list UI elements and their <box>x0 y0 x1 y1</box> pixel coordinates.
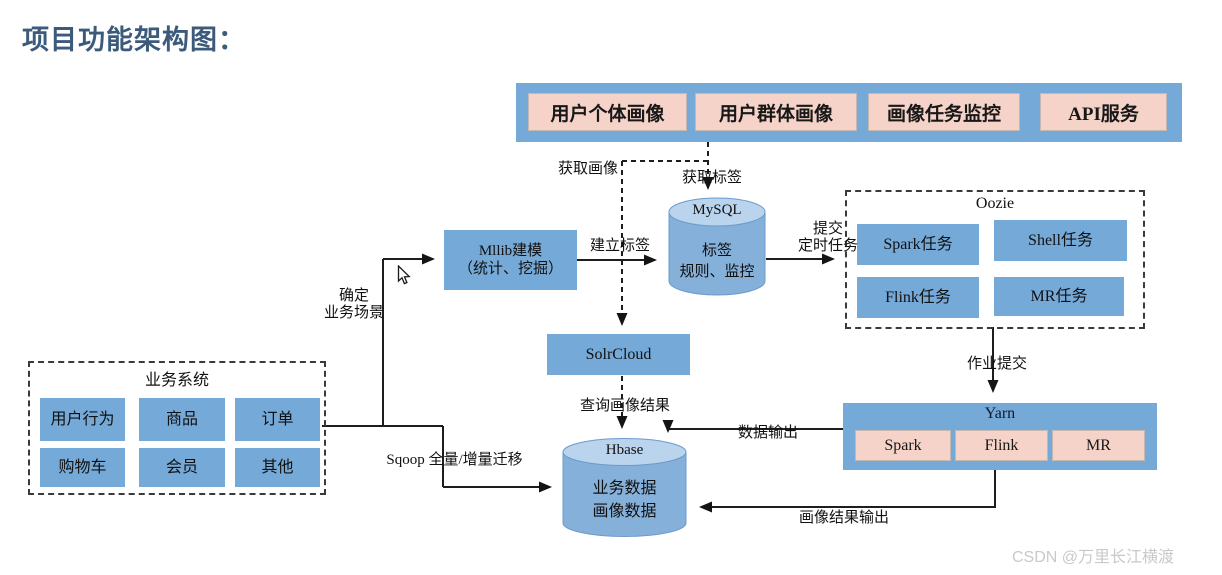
label-get-tags: 获取标签 <box>681 170 742 186</box>
oozie-group: Oozie Spark任务 Shell任务 Flink任务 MR任务 <box>845 190 1145 329</box>
edge-portrait-output-arrow <box>699 470 996 513</box>
oozie-task-spark: Spark任务 <box>857 224 979 265</box>
hbase-line1: 业务数据 <box>592 480 657 497</box>
business-module-cart: 购物车 <box>40 448 125 487</box>
cylinder-shape <box>668 197 766 296</box>
mllib-node: Mllib建模 （统计、挖掘） <box>444 230 577 290</box>
yarn-engine-flink: Flink <box>955 430 1048 461</box>
mysql-line2: 规则、监控 <box>679 264 755 280</box>
hbase-cylinder: Hbase 业务数据 画像数据 <box>562 438 687 537</box>
business-module-user-behavior: 用户行为 <box>40 398 125 441</box>
oozie-title: Oozie <box>975 195 1015 212</box>
service-api: API服务 <box>1040 93 1167 131</box>
yarn-node: Yarn Spark Flink MR <box>843 403 1157 470</box>
mouse-cursor-icon <box>397 265 411 285</box>
service-layer-bar: 用户个体画像 用户群体画像 画像任务监控 API服务 <box>516 83 1182 142</box>
hbase-line2: 画像数据 <box>592 503 657 520</box>
mysql-line1: 标签 <box>701 243 732 259</box>
mllib-label: Mllib建模 （统计、挖掘） <box>457 243 563 277</box>
label-job-submit: 作业提交 <box>966 356 1027 372</box>
yarn-title: Yarn <box>984 405 1016 422</box>
label-sqoop-migrate: Sqoop 全量/增量迁移 <box>386 452 523 468</box>
label-query-portrait-result: 查询画像结果 <box>579 398 670 414</box>
hbase-name: Hbase <box>605 442 644 458</box>
oozie-task-flink: Flink任务 <box>857 277 979 318</box>
service-user-individual-portrait: 用户个体画像 <box>528 93 687 131</box>
oozie-task-shell: Shell任务 <box>994 220 1127 261</box>
csdn-watermark: CSDN @万里长江横渡 <box>1012 549 1175 566</box>
cylinder-shape <box>562 438 687 537</box>
business-system-title: 业务系统 <box>144 372 209 389</box>
label-data-output: 数据输出 <box>737 425 798 441</box>
label-define-scene: 确定 业务场景 <box>323 288 384 321</box>
mysql-name: MySQL <box>692 202 742 218</box>
business-module-orders: 订单 <box>235 398 320 441</box>
business-module-members: 会员 <box>139 448 225 487</box>
oozie-task-mr: MR任务 <box>994 277 1124 316</box>
yarn-engine-spark: Spark <box>855 430 951 461</box>
page-title: 项目功能架构图： <box>22 25 246 55</box>
label-create-tags: 建立标签 <box>589 238 650 254</box>
business-system-group: 业务系统 用户行为 商品 订单 购物车 会员 其他 <box>28 361 326 495</box>
label-submit-cron: 提交 定时任务 <box>797 221 858 254</box>
yarn-engine-mr: MR <box>1052 430 1145 461</box>
service-user-group-portrait: 用户群体画像 <box>695 93 857 131</box>
label-portrait-result-output: 画像结果输出 <box>798 510 889 526</box>
business-module-other: 其他 <box>235 448 320 487</box>
service-portrait-task-monitor: 画像任务监控 <box>868 93 1020 131</box>
label-get-portrait: 获取画像 <box>557 161 618 177</box>
solrcloud-node: SolrCloud <box>547 334 690 375</box>
business-module-goods: 商品 <box>139 398 225 441</box>
mysql-cylinder: MySQL 标签 规则、监控 <box>668 197 766 296</box>
